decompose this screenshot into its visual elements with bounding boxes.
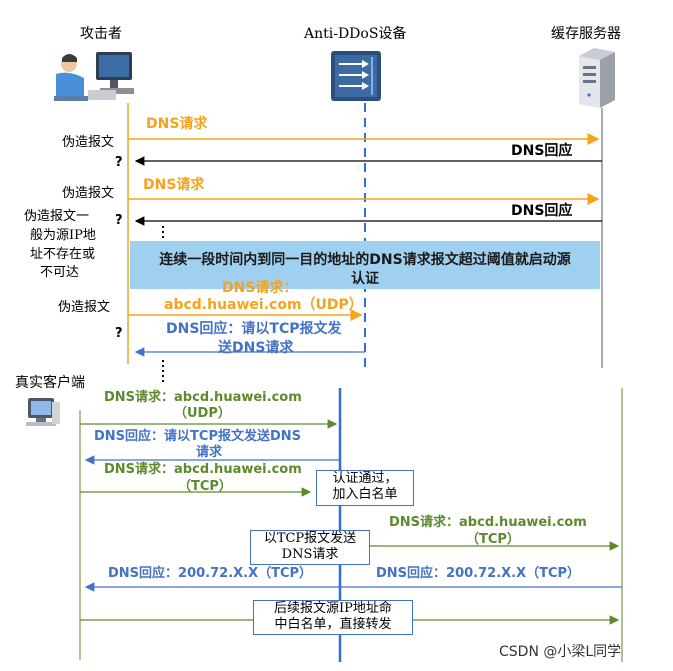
auth-box-line1: 认证通过，	[332, 471, 398, 486]
reply-tcp-line2: 送DNS请求	[218, 340, 294, 356]
forged-note-line3: 址不存在或	[30, 247, 96, 262]
attacker-label: 攻击者	[80, 26, 122, 42]
client-req-tcp-line2: （TCP）	[178, 479, 232, 494]
forged-label-2: 伪造报文	[62, 186, 115, 201]
reply-tcp-line1: DNS回应：请以TCP报文发	[166, 321, 342, 337]
auth-pass-box: 认证通过， 加入白名单	[316, 470, 414, 506]
unknown-marker-2: ?	[115, 213, 123, 228]
real-client-computer-icon	[26, 398, 60, 426]
forward-box-line1: 后续报文源IP地址命	[274, 601, 392, 616]
forged-note-line4: 不可达	[40, 265, 80, 280]
client-reply-tcp-line1: DNS回应：请以TCP报文发送DNS	[94, 429, 302, 444]
dns-request-label-1: DNS请求	[146, 116, 208, 132]
anti-ddos-device-icon	[331, 51, 381, 101]
dns-request-label-2: DNS请求	[143, 177, 205, 193]
forged-note-line2: 般为源IP地	[30, 228, 96, 243]
forged-label-1: 伪造报文	[62, 135, 115, 150]
banner-line-1: 连续一段时间内到同一目的地址的DNS请求报文超过阈值就启动源	[159, 252, 571, 268]
dns-request-colon-label: DNS请求：	[222, 280, 298, 296]
auth-box-line2: 加入白名单	[332, 487, 398, 502]
udp-domain-label: abcd.huawei.com（UDP）	[164, 297, 363, 313]
banner-line-2: 认证	[351, 271, 379, 287]
real-client-label: 真实客户端	[15, 375, 85, 391]
forward-box-line2: 中白名单，直接转发	[274, 617, 392, 632]
client-req-udp-line2: （UDP）	[174, 406, 231, 421]
server-req-line2: （TCP）	[466, 532, 520, 547]
client-reply-tcp-line2: 请求	[196, 445, 223, 460]
unknown-marker-3: ?	[115, 326, 123, 341]
forward-box: 后续报文源IP地址命 中白名单，直接转发	[253, 600, 413, 635]
unknown-marker-1: ?	[115, 155, 123, 170]
dns-reply-label-1: DNS回应	[511, 143, 573, 159]
source-auth-banner: 连续一段时间内到同一目的地址的DNS请求报文超过阈值就启动源 认证	[130, 241, 600, 289]
tcp-request-box: 以TCP报文发送 DNS请求	[250, 530, 370, 565]
reply-ip-left: DNS回应：200.72.X.X（TCP）	[108, 566, 313, 581]
dns-reply-label-2: DNS回应	[511, 203, 573, 219]
cache-server-label: 缓存服务器	[551, 26, 621, 42]
csdn-watermark: CSDN @小梁L同学	[499, 644, 622, 660]
attacker-computer-icon	[54, 52, 134, 101]
client-req-udp-line1: DNS请求：abcd.huawei.com	[104, 390, 302, 405]
client-req-tcp-line1: DNS请求：abcd.huawei.com	[104, 462, 302, 477]
device-label: Anti-DDoS设备	[304, 26, 407, 42]
tcp-box-line2: DNS请求	[281, 547, 339, 562]
forged-note-line1: 伪造报文一	[24, 209, 90, 224]
forged-label-4: 伪造报文	[58, 300, 111, 315]
tcp-box-line1: 以TCP报文发送	[263, 531, 357, 546]
server-req-line1: DNS请求：abcd.huawei.com	[389, 515, 587, 530]
cache-server-icon	[579, 48, 615, 108]
reply-ip-right: DNS回应：200.72.X.X（TCP）	[376, 566, 581, 581]
